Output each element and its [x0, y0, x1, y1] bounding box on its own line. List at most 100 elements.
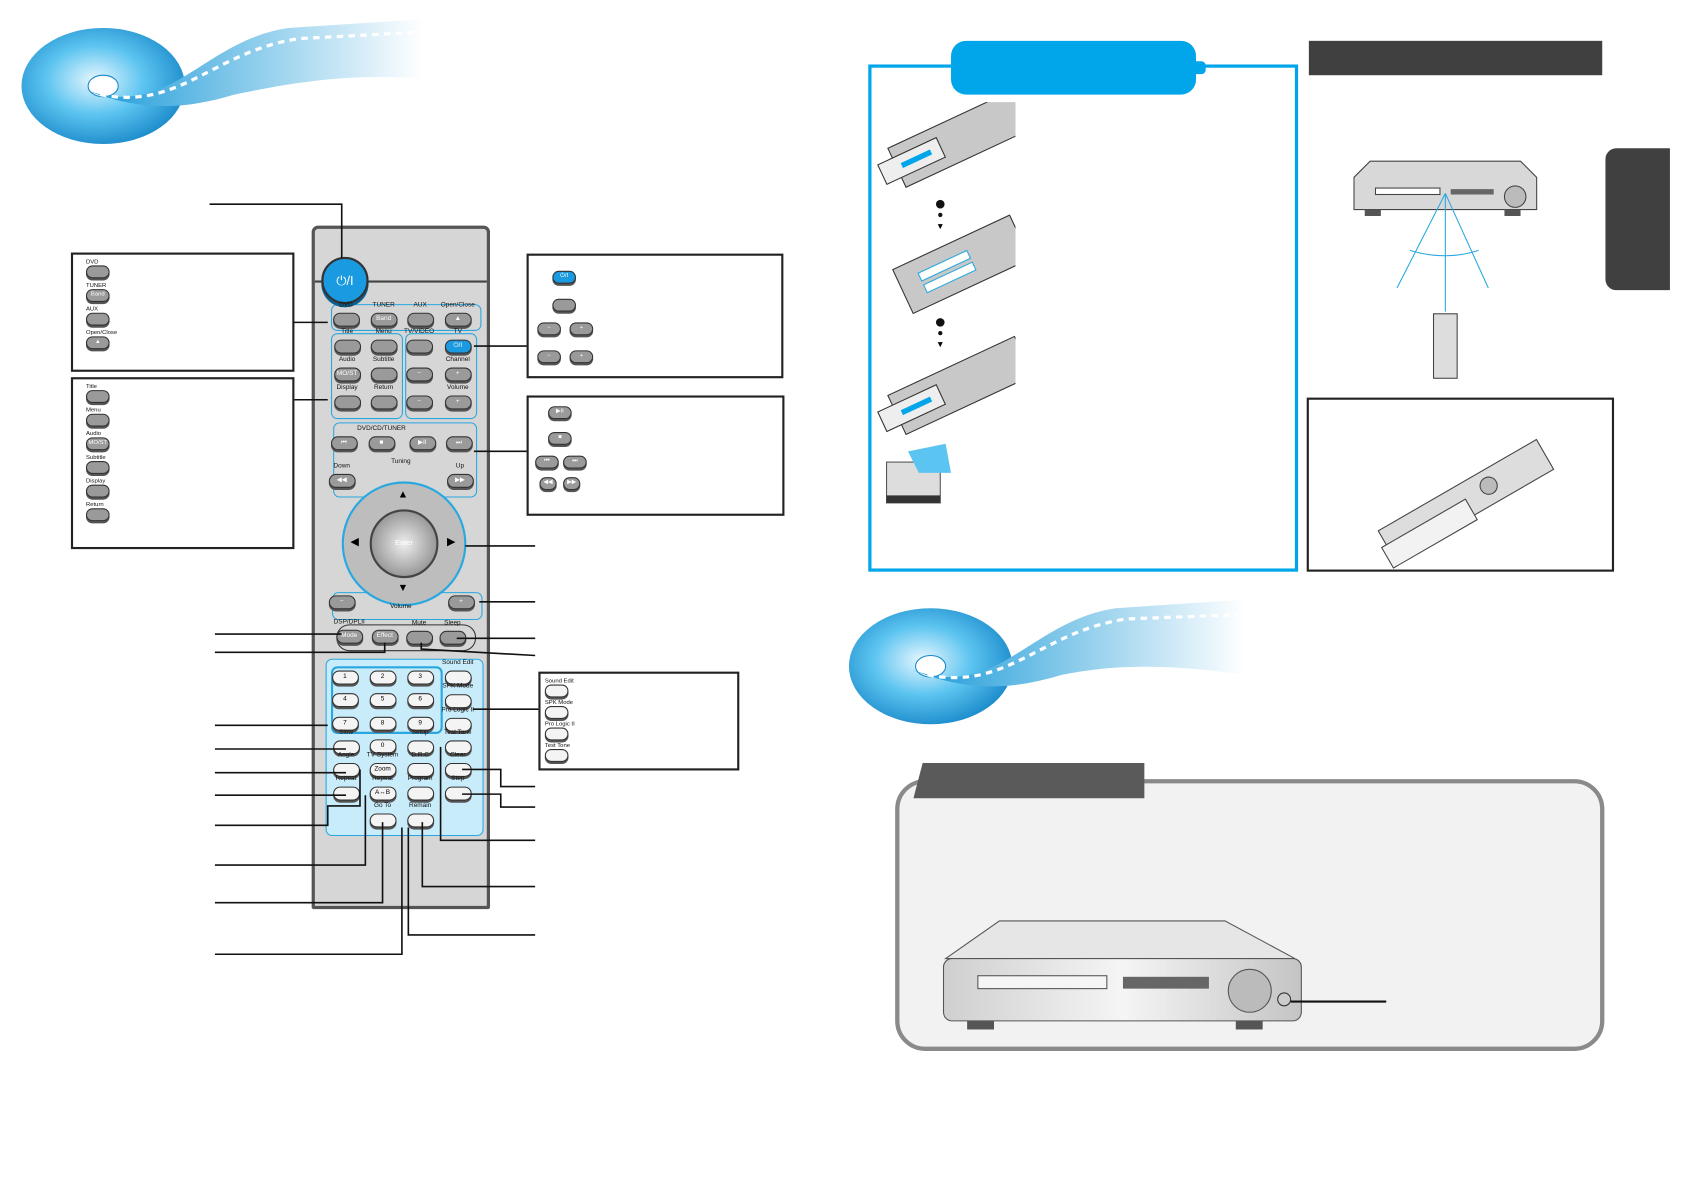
zoom-button[interactable]: Zoom [369, 762, 396, 777]
return-button[interactable] [370, 394, 398, 409]
label-test-tone: Test Tone [544, 742, 571, 749]
tv-power-button[interactable]: ⏻/I [444, 339, 472, 354]
mode-button[interactable]: Mode [335, 629, 363, 644]
channel-minus-button[interactable]: − [537, 322, 561, 336]
volume-minus-button[interactable]: − [537, 350, 561, 364]
prev-button[interactable]: ⏮ [535, 455, 559, 469]
label-zoom: TV System [366, 752, 399, 759]
title-button[interactable] [333, 339, 361, 354]
pro-logic-button[interactable] [544, 727, 569, 741]
label-slow: Slow [339, 729, 354, 737]
dvd-button[interactable] [85, 265, 110, 279]
digit-2-button[interactable]: 2 [369, 670, 396, 684]
play-pause-button[interactable]: ▶II [548, 406, 572, 420]
label-rew: Down [333, 463, 350, 470]
label-display: Display [85, 478, 106, 485]
channel-plus-button[interactable]: + [569, 322, 594, 336]
tv-video-button[interactable] [405, 339, 433, 354]
enter-button[interactable]: Enter [369, 509, 439, 579]
test-tone-button[interactable] [444, 739, 472, 754]
digit-6-button[interactable]: 6 [406, 692, 434, 707]
nav-left-button[interactable]: ◀ [350, 536, 359, 549]
nav-down-button[interactable]: ▼ [397, 582, 409, 595]
stop-button[interactable]: ■ [548, 431, 572, 445]
main-volume-minus-button[interactable]: − [328, 594, 356, 609]
band-button[interactable]: Band [85, 289, 110, 302]
volume-plus-button[interactable]: + [569, 350, 594, 364]
mute-button[interactable] [405, 630, 433, 645]
step-button[interactable] [444, 786, 472, 801]
subtitle-button[interactable] [370, 366, 398, 381]
digit-0-button[interactable]: 0 [369, 738, 396, 753]
range-section-header [1308, 40, 1603, 76]
digit-9-button[interactable]: 9 [406, 716, 434, 731]
aux-button[interactable] [85, 312, 110, 326]
mo-st-button[interactable]: MO/ST [333, 366, 361, 381]
label-angle: Angle [337, 752, 355, 759]
rew-button[interactable]: ◀◀ [539, 477, 557, 491]
digit-8-button[interactable]: 8 [369, 716, 396, 731]
prev-button[interactable]: ⏮ [330, 435, 358, 450]
aux-button[interactable] [406, 312, 434, 327]
dvd-button[interactable] [332, 312, 360, 327]
label-title: Title [85, 383, 97, 391]
stop-button[interactable]: ■ [368, 435, 395, 450]
mo-st-button[interactable]: MO/ST [85, 437, 110, 451]
volume-plus-button[interactable]: + [444, 394, 472, 409]
label-clear: Clear [450, 752, 466, 759]
sound-edit-button[interactable] [544, 684, 569, 698]
menu-button[interactable] [85, 413, 110, 427]
label-repeat-ab: Repeat [372, 775, 393, 783]
label-tuner: TUNER [85, 282, 107, 290]
pro-logic-button[interactable] [444, 717, 472, 732]
sleep-button[interactable] [438, 630, 466, 645]
next-button[interactable]: ⏭ [563, 455, 587, 469]
digit-5-button[interactable]: 5 [369, 692, 396, 707]
spk-mode-button[interactable] [544, 706, 569, 719]
program-button[interactable] [406, 786, 434, 801]
repeat-ab-button[interactable]: A↔B [369, 786, 396, 801]
next-button[interactable]: ⏭ [445, 435, 473, 450]
display-button[interactable] [85, 484, 110, 498]
navigation-pad: Enter ▲ ▼ ◀ ▶ [341, 481, 467, 607]
ff-button[interactable]: ▶▶ [446, 473, 474, 488]
label-menu: Menu [375, 328, 392, 336]
remote-range-illustration [1353, 160, 1538, 379]
sound-edit-button[interactable] [444, 670, 472, 684]
display-button[interactable] [333, 394, 361, 409]
ff-button[interactable]: ▶▶ [563, 477, 581, 491]
nav-up-button[interactable]: ▲ [397, 488, 409, 501]
repeat-button[interactable] [332, 786, 360, 801]
eject-button[interactable]: ▲ [444, 312, 472, 327]
digit-4-button[interactable]: 4 [331, 692, 359, 707]
slow-button[interactable] [332, 739, 360, 754]
setup-button[interactable] [406, 739, 434, 754]
remain-button[interactable] [406, 812, 434, 827]
remote-tip-box [1306, 397, 1615, 572]
main-volume-plus-button[interactable]: + [447, 594, 475, 609]
digit-1-button[interactable]: 1 [331, 670, 359, 684]
callout-playback-buttons: ▶II ■ ⏮ ⏭ ◀◀ ▶▶ [526, 395, 785, 516]
test-tone-button[interactable] [544, 748, 569, 762]
drc-button[interactable] [406, 762, 434, 777]
label-return: Return [373, 384, 394, 392]
volume-minus-button[interactable]: − [405, 394, 433, 409]
play-pause-button[interactable]: ▶II [408, 435, 436, 450]
spk-mode-button[interactable] [444, 693, 472, 708]
eject-button[interactable]: ▲ [85, 336, 110, 350]
rew-button[interactable]: ◀◀ [328, 473, 356, 488]
nav-right-button[interactable]: ▶ [447, 536, 456, 549]
title-button[interactable] [85, 390, 110, 403]
channel-minus-button[interactable]: − [405, 366, 433, 381]
menu-button[interactable] [370, 339, 398, 354]
return-button[interactable] [85, 508, 110, 522]
digit-3-button[interactable]: 3 [406, 670, 434, 684]
tv-power-button[interactable]: ⏻/I [552, 270, 576, 284]
subtitle-button[interactable] [85, 461, 110, 474]
band-button[interactable]: Band [370, 312, 398, 327]
channel-plus-button[interactable]: + [444, 366, 472, 381]
power-button[interactable]: ⏻/I [321, 256, 369, 305]
tv-video-button[interactable] [552, 298, 576, 312]
label-program: Program [407, 775, 433, 783]
digit-7-button[interactable]: 7 [331, 716, 359, 731]
